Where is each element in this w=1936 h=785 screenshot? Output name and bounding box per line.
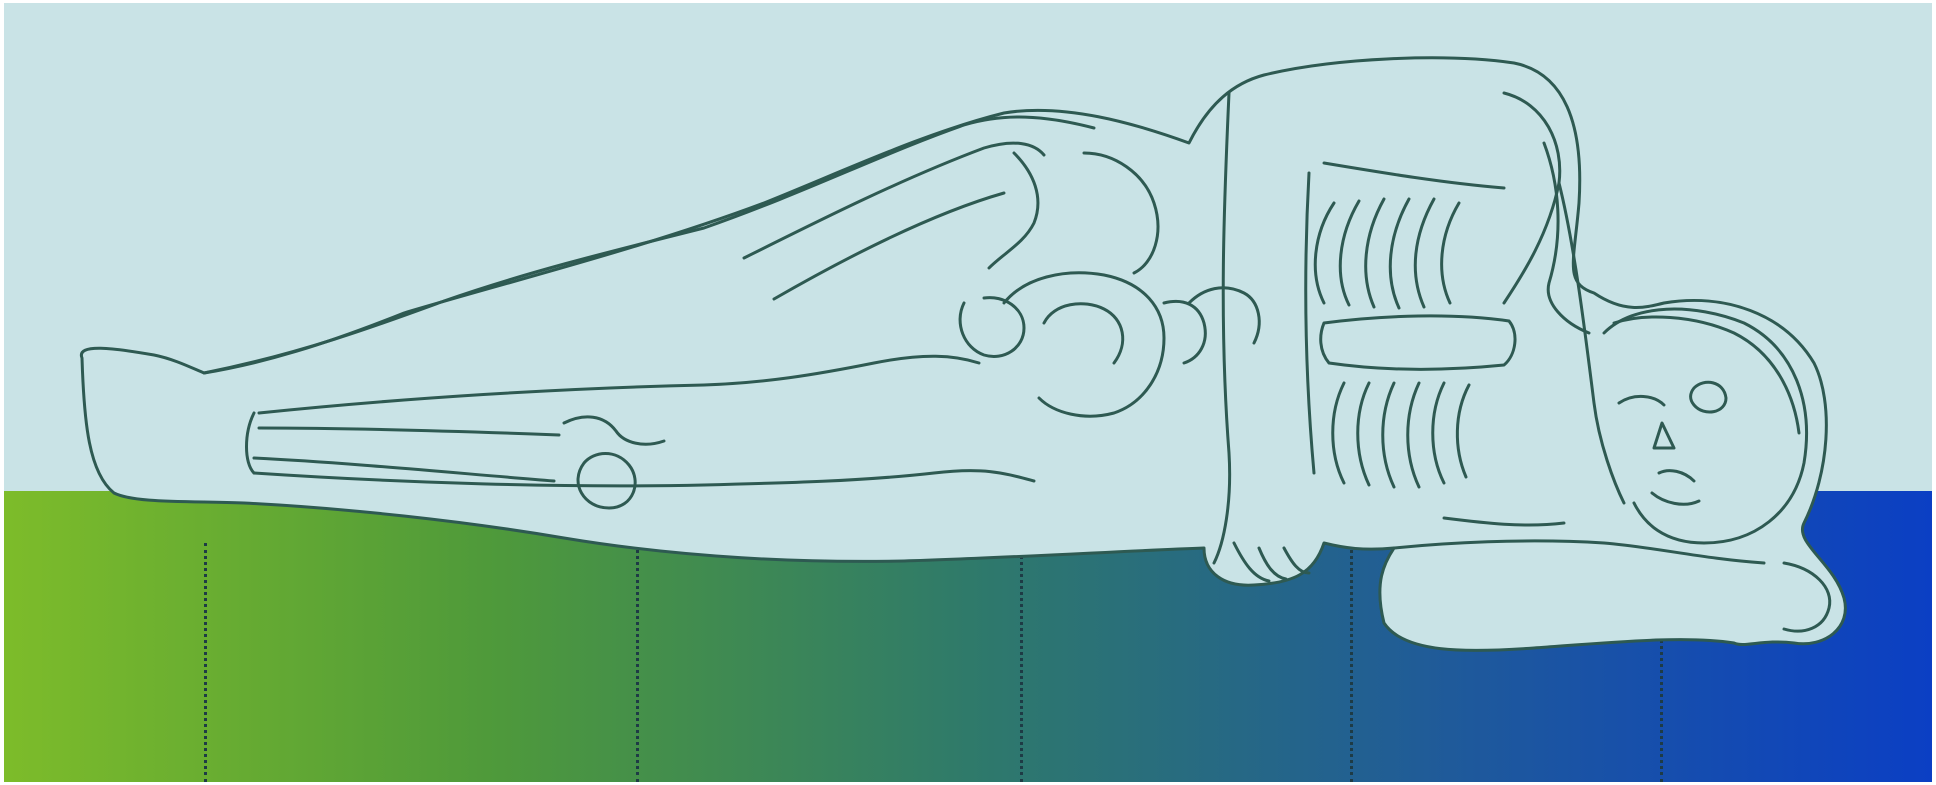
body-silhouette <box>81 58 1845 651</box>
illustration-frame <box>4 3 1932 782</box>
sleeping-figure-drawing <box>4 3 1932 782</box>
